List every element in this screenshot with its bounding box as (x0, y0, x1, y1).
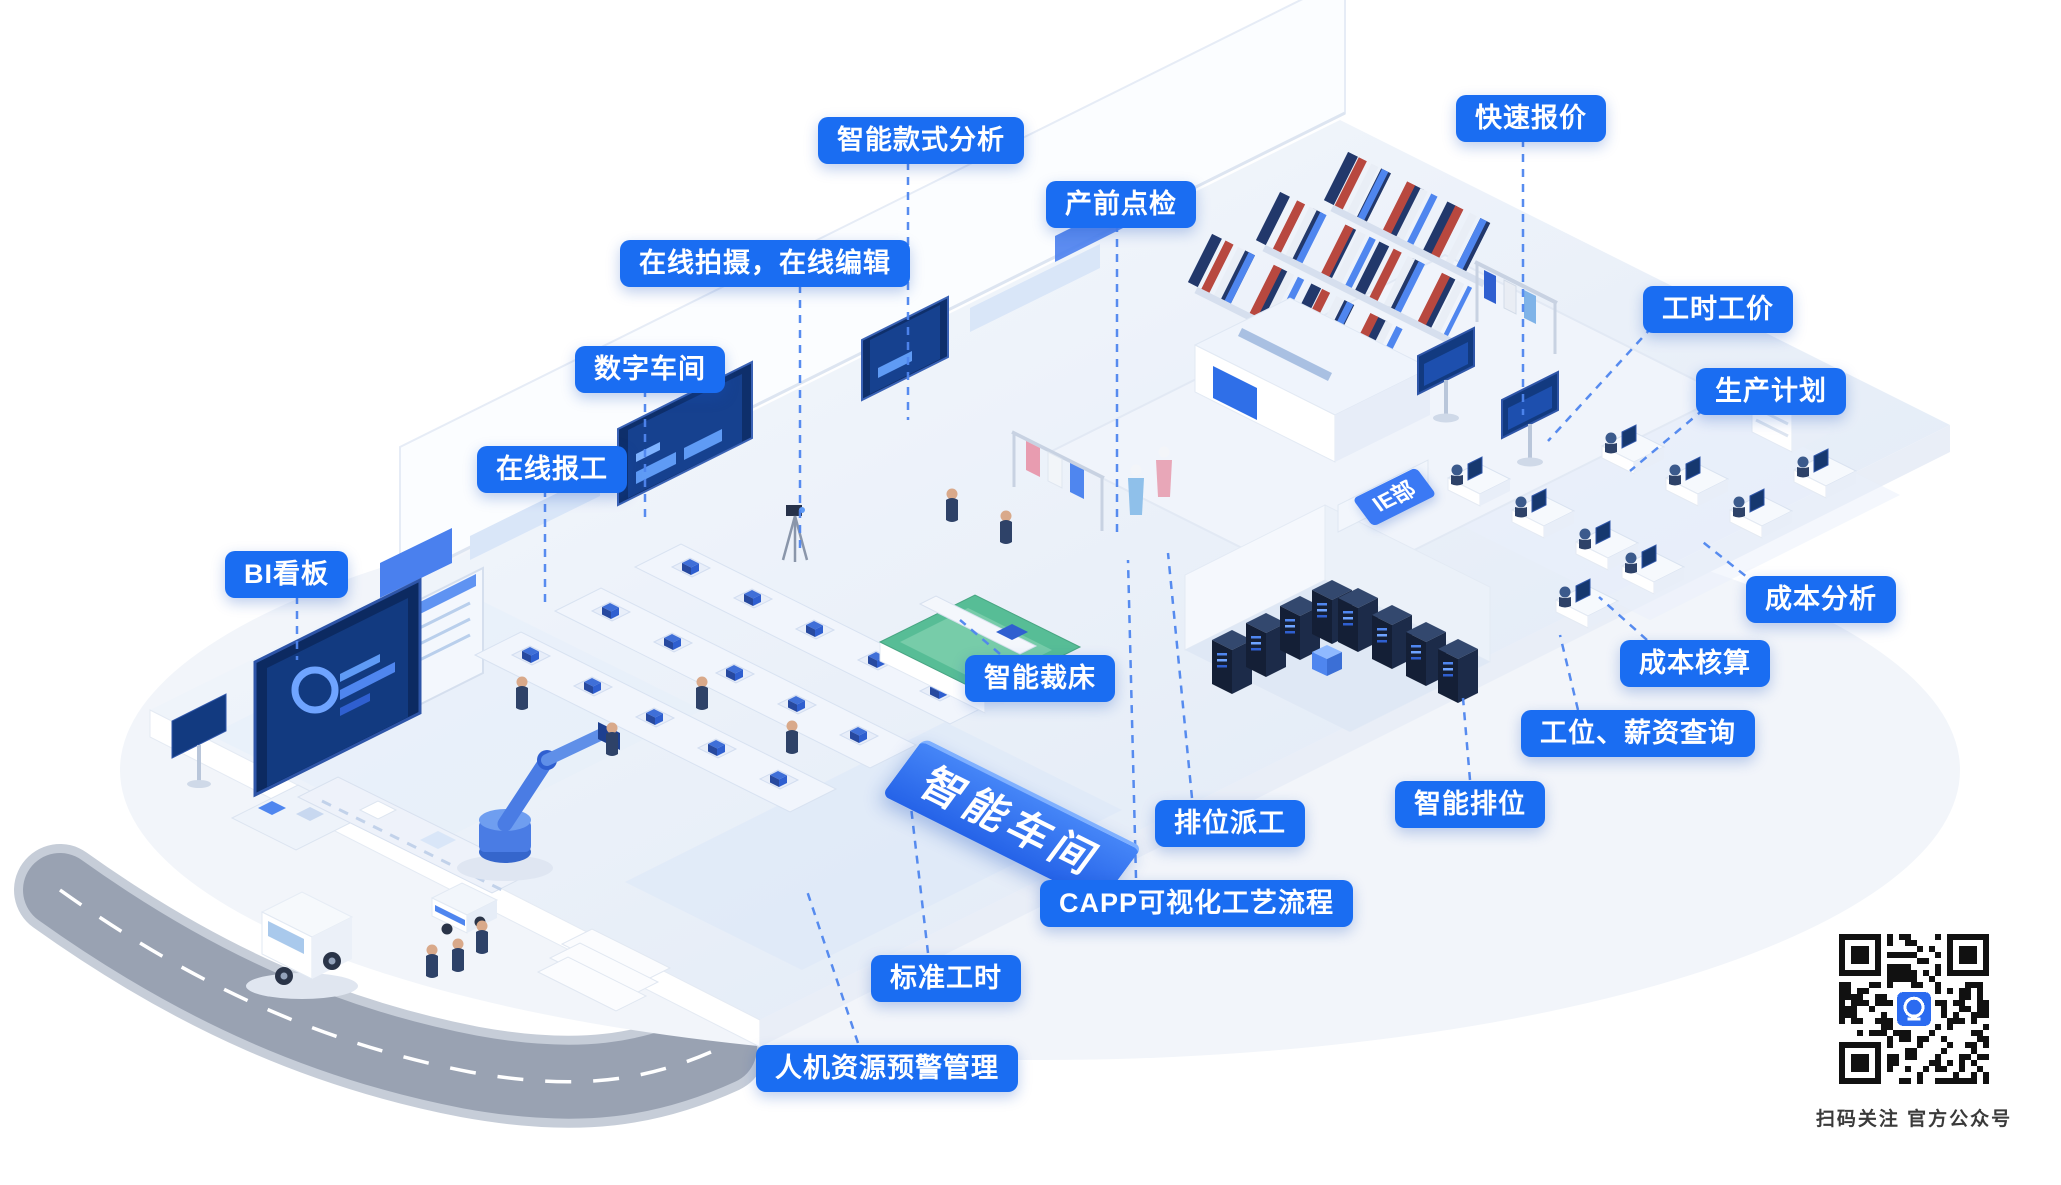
robot-arm-conveyor (296, 722, 620, 894)
qr-code-block: 扫码关注 官方公众号 (1814, 928, 2014, 1131)
label-production-plan: 生产计划 (1696, 368, 1846, 415)
digital-printer-machine (1193, 297, 1432, 463)
delivery-truck (246, 891, 358, 999)
qr-caption: 扫码关注 官方公众号 (1815, 1109, 2013, 1130)
wall-screens (617, 295, 949, 507)
label-online-shoot-edit: 在线拍摄，在线编辑 (620, 240, 910, 287)
label-smart-seating: 智能排位 (1395, 781, 1545, 828)
road (14, 844, 766, 1128)
label-quick-quotation: 快速报价 (1456, 95, 1606, 142)
server-room (1184, 504, 1491, 732)
label-smart-cutting: 智能裁床 (965, 655, 1115, 702)
label-digital-workshop: 数字车间 (575, 346, 725, 393)
label-smart-style-analysis: 智能款式分析 (818, 117, 1024, 164)
label-seat-dispatch: 排位派工 (1155, 800, 1305, 847)
label-capp-process: CAPP可视化工艺流程 (1040, 880, 1354, 927)
label-online-reporting: 在线报工 (477, 446, 627, 493)
label-labor-hour-price: 工时工价 (1643, 286, 1793, 333)
label-pre-production-check: 产前点检 (1046, 181, 1196, 228)
label-bi-board: BI看板 (225, 551, 348, 598)
workstation-rows (473, 543, 998, 813)
qr-code (1833, 928, 1995, 1090)
label-station-salary-query: 工位、薪资查询 (1521, 710, 1755, 757)
label-cost-analysis: 成本分析 (1746, 576, 1896, 623)
label-standard-hours: 标准工时 (871, 955, 1021, 1002)
label-cost-accounting: 成本核算 (1620, 640, 1770, 687)
label-hr-machine-warning: 人机资源预警管理 (756, 1045, 1018, 1092)
garment-area (781, 430, 1172, 562)
stairs (536, 928, 672, 1012)
